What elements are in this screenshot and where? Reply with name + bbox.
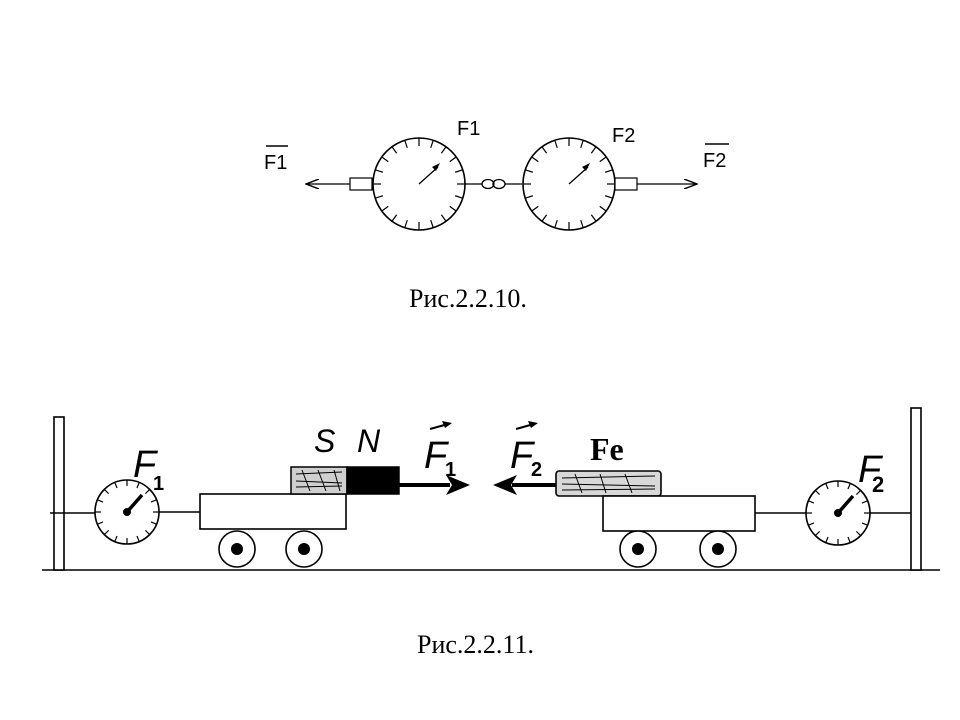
iron-bar (555, 470, 662, 497)
dial-tick (855, 530, 862, 537)
dial-tick (590, 214, 597, 222)
dial-tick (381, 156, 389, 163)
dial-tick (599, 205, 607, 212)
dynamometer-cart-left (94, 479, 160, 545)
dial-tick (391, 214, 398, 222)
gauge-subscript-left: 1 (153, 473, 164, 495)
dynamometer-right-hook (614, 177, 638, 191)
dial-tick (454, 169, 463, 173)
dial-tick (391, 146, 398, 154)
vector-arrow-mark-f2 (515, 421, 538, 430)
dial-tick (136, 482, 140, 489)
dial-tick (430, 219, 434, 228)
dial-tick (103, 488, 110, 495)
dial-tick (404, 140, 408, 149)
dynamometer-left-hook (349, 177, 373, 191)
dynamometer-left (372, 137, 466, 231)
force-arrow-f2 (493, 475, 556, 495)
dial-tick (525, 169, 534, 173)
dial-tick (808, 500, 815, 504)
dial-tick (580, 219, 584, 228)
dial-tick (861, 500, 868, 504)
dial-tick (103, 529, 110, 536)
gauge-label-f2: F2 (612, 125, 635, 147)
vector-symbol-f2: F (510, 435, 535, 477)
dial-tick (861, 522, 868, 526)
dial-tick (554, 219, 558, 228)
figure-caption-2-2-10: Рис.2.2.10. (409, 284, 527, 313)
cart-left-body (199, 493, 347, 530)
dial-tick (430, 140, 434, 149)
dial-tick (580, 140, 584, 149)
dial-tick (531, 156, 539, 163)
iron-label: Fe (590, 431, 624, 467)
dial-tick (150, 521, 157, 525)
dial-tick (381, 205, 389, 212)
dial-tick (825, 483, 829, 490)
gauge-symbol-right: F (858, 449, 883, 491)
dial-tick (541, 146, 548, 154)
magnet-pole-n: N (357, 423, 381, 459)
dial-tick (375, 169, 384, 173)
figure-caption-2-2-11: Рис.2.2.11. (417, 630, 534, 659)
dial-tick (604, 169, 613, 173)
dial-tick (825, 536, 829, 543)
dial-tick (599, 156, 607, 163)
dynamometer-right (522, 137, 616, 231)
dial-tick (404, 219, 408, 228)
dial-tick (440, 214, 447, 222)
dial-tick (454, 195, 463, 199)
coupling-link (465, 178, 522, 190)
dial-tick (541, 214, 548, 222)
wall-post-right (910, 407, 922, 571)
dial-tick (150, 499, 157, 503)
dial-tick (136, 535, 140, 542)
vector-label-f1: F1 (264, 152, 287, 174)
cart-left-wheel-1 (218, 530, 256, 568)
vector-subscript-f1: 1 (445, 459, 456, 481)
dial-tick (144, 488, 151, 495)
dial-tick (525, 195, 534, 199)
vector-symbol-f1: F (424, 435, 449, 477)
figure-2-2-11: F 1 S N (42, 407, 940, 659)
needle-right (568, 166, 589, 185)
dial-tick (554, 140, 558, 149)
dial-tick (808, 522, 815, 526)
vector-arrow-mark-f1 (429, 421, 452, 430)
dial-tick (97, 499, 104, 503)
dial-tick (449, 156, 457, 163)
dial-tick (847, 536, 851, 543)
dial-tick (814, 489, 821, 496)
dynamometer-cart-right (805, 480, 871, 546)
vector-label-f2: F2 (703, 150, 726, 172)
gauge-subscript-right: 2 (872, 472, 884, 497)
wall-post-left (53, 416, 65, 571)
magnet-pole-s: S (314, 423, 335, 459)
force-arrow-f1 (399, 475, 470, 495)
bar-magnet (290, 466, 400, 495)
cart-right-wheel-1 (619, 530, 657, 568)
vector-subscript-f2: 2 (531, 459, 542, 481)
dial-tick (604, 195, 613, 199)
dial-tick (144, 529, 151, 536)
gauge-symbol-left: F (133, 444, 158, 486)
dial-tick (114, 535, 118, 542)
gauge-label-f1: F1 (457, 118, 480, 140)
dial-tick (590, 146, 597, 154)
dial-tick (449, 205, 457, 212)
cart-left-wheel-2 (285, 530, 323, 568)
dial-tick (375, 195, 384, 199)
cart-right-body (602, 495, 756, 532)
figure-2-2-10: F1 F1 F2 F2 Рис.2.2.10. (264, 118, 729, 313)
dial-tick (847, 483, 851, 490)
dial-tick (531, 205, 539, 212)
dial-tick (814, 530, 821, 537)
dial-tick (97, 521, 104, 525)
cart-right-wheel-2 (699, 530, 737, 568)
dial-tick (855, 489, 862, 496)
dial-tick (114, 482, 118, 489)
dial-tick (440, 146, 447, 154)
